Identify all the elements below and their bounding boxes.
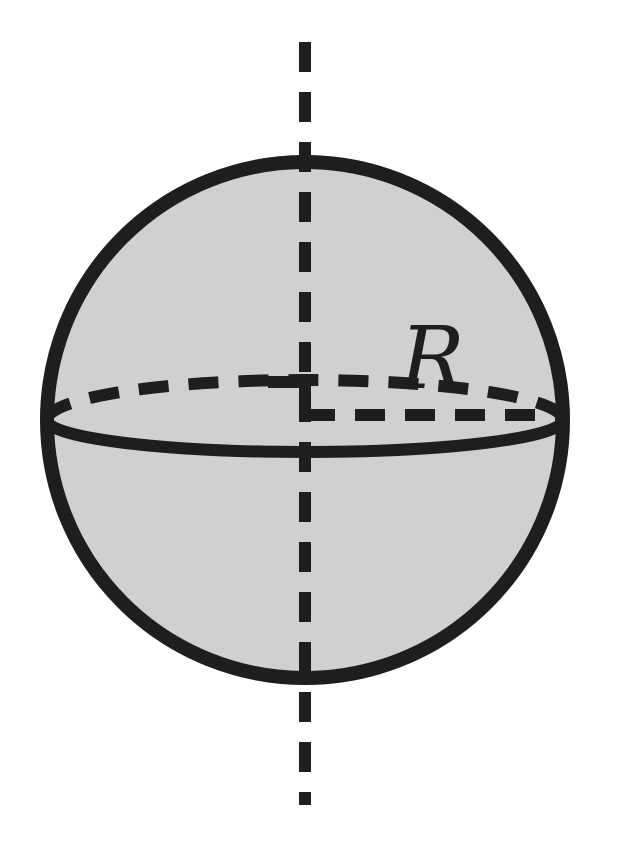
right-angle-marker (268, 376, 311, 415)
radius-label: R (398, 309, 465, 409)
